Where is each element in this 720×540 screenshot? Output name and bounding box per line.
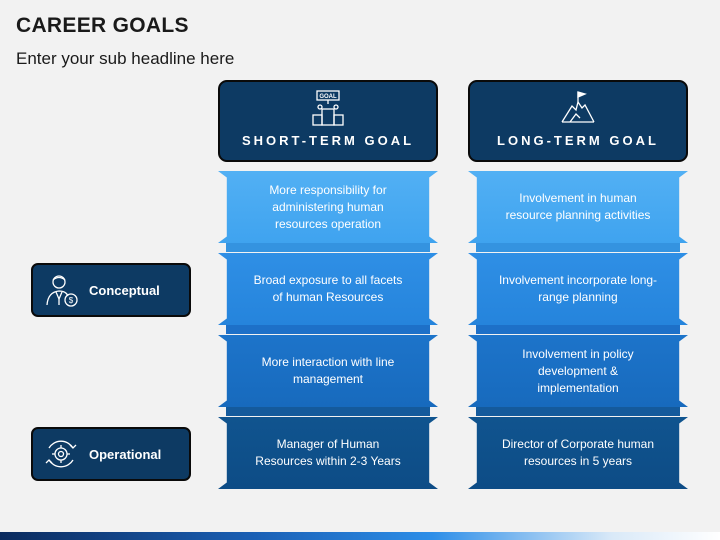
gear-cycle-icon (45, 440, 77, 468)
conceptual-label-box: $ Conceptual (31, 263, 191, 317)
conceptual-label: Conceptual (89, 282, 160, 298)
short-term-goal-item: More responsibility for administering hu… (218, 171, 438, 243)
long-term-goal-item: Involvement in human resource planning a… (468, 171, 688, 243)
long-term-goal-item: Involvement in policy development & impl… (468, 335, 688, 407)
short-term-goal-header: GOAL SHORT-TERM GOAL (218, 80, 438, 162)
block-joint (476, 240, 680, 252)
mountain-flag-icon (561, 91, 595, 123)
operational-label-box: Operational (31, 427, 191, 481)
long-term-goal-item: Director of Corporate human resources in… (468, 417, 688, 489)
goal-sign-text: GOAL (319, 94, 337, 100)
bottom-accent-bar (0, 532, 720, 540)
short-term-goal-item: Broad exposure to all facets of human Re… (218, 253, 438, 325)
block-joint (226, 240, 430, 252)
businessman-icon: $ (46, 275, 78, 307)
block-joint (476, 322, 680, 334)
goal-podium-icon: GOAL (312, 90, 344, 126)
long-term-goal-header: LONG-TERM GOAL (468, 80, 688, 162)
short-term-goal-label: SHORT-TERM GOAL (241, 133, 415, 148)
block-joint (226, 404, 430, 416)
page-subtitle: Enter your sub headline here (16, 49, 235, 68)
short-term-goal-item: Manager of Human Resources within 2-3 Ye… (218, 417, 438, 489)
block-joint (226, 322, 430, 334)
svg-text:$: $ (69, 296, 74, 305)
long-term-goal-label: LONG-TERM GOAL (497, 133, 659, 148)
operational-label: Operational (89, 446, 162, 462)
long-term-goal-item: Involvement incorporate long-range plann… (468, 253, 688, 325)
block-joint (476, 404, 680, 416)
page-title: CAREER GOALS (16, 14, 189, 37)
short-term-goal-item: More interaction with line management (218, 335, 438, 407)
